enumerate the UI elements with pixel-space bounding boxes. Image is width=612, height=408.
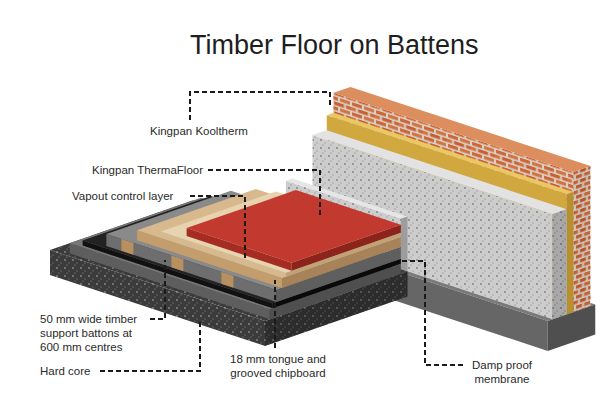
callout-label: Hard core (40, 364, 91, 378)
diagram-title: Timber Floor on Battens (190, 28, 479, 62)
leader-line (208, 170, 320, 215)
leader-line (190, 196, 245, 261)
leader-line (274, 280, 276, 348)
callout-label: Damp proof membrane (470, 358, 534, 386)
batten-zone-top (106, 191, 400, 290)
block-wall-end (553, 209, 567, 319)
insulation-board-end (567, 192, 574, 314)
leader-line (150, 260, 165, 319)
upstand-end (401, 216, 408, 273)
callout-label: Kingpan Kooltherm (150, 124, 248, 138)
brick-wall-end (573, 166, 590, 312)
chipboard-top (137, 189, 401, 278)
block-wall-shade (553, 209, 567, 319)
callout-label: Kingpan ThermaFloor (92, 163, 203, 177)
callout-label: Vapout control layer (72, 189, 173, 203)
floor-section (50, 87, 595, 351)
leader-lines (100, 92, 466, 371)
callout-label: 18 mm tongue and grooved chipboard (228, 352, 328, 380)
callout-label: 50 mm wide timber support battons at 600… (40, 312, 144, 354)
leader-line (190, 92, 330, 120)
leader-line (402, 261, 466, 365)
thermafloor-top (187, 190, 401, 263)
